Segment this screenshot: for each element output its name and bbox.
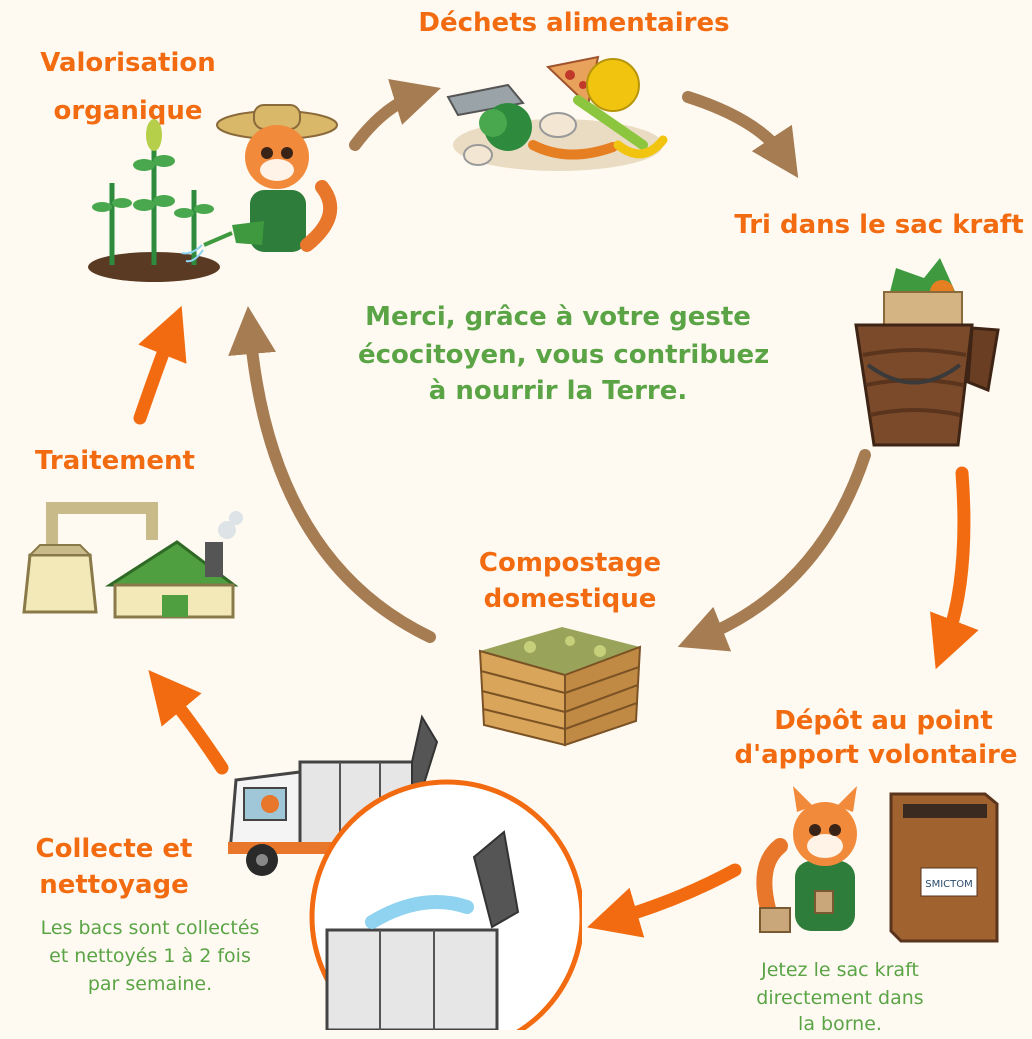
center-message-line1: Merci, grâce à votre geste xyxy=(365,302,751,332)
dropoff-note-line1: Jetez le sac kraft xyxy=(761,959,919,981)
arrow-treatment-to-valorisation xyxy=(133,305,187,425)
label-dropoff-line2: d'apport volontaire xyxy=(734,740,1018,770)
arrow-valorisation-to-waste xyxy=(349,79,441,151)
center-message-line2: écocitoyen, vous contribuez xyxy=(358,340,770,370)
label-collection-line1: Collecte et xyxy=(35,834,193,864)
arrow-collection-to-treatment xyxy=(148,670,229,775)
arrow-composting-to-valorisation xyxy=(228,306,436,643)
compost-bin-illustration xyxy=(478,627,642,747)
food-waste-illustration xyxy=(446,55,668,171)
smictom-logo: SMICTOM xyxy=(925,879,973,890)
dropoff-note-line3: la borne. xyxy=(798,1013,882,1035)
collection-truck-illustration xyxy=(228,714,582,1030)
label-valorisation-line2: organique xyxy=(53,96,203,126)
arrow-bag-to-dropoff xyxy=(930,466,979,670)
center-message-line3: à nourrir la Terre. xyxy=(428,376,688,406)
collection-note-line2: et nettoyés 1 à 2 fois xyxy=(49,945,251,967)
label-dropoff-line1: Dépôt au point xyxy=(774,706,993,736)
kraft-bag-bin-illustration xyxy=(854,258,1000,447)
arrow-bag-to-composting xyxy=(677,449,871,652)
label-collection-line2: nettoyage xyxy=(39,870,189,900)
arrow-waste-to-bag xyxy=(682,91,799,179)
treatment-plant-illustration xyxy=(22,502,243,619)
label-kraft-bag: Tri dans le sac kraft xyxy=(734,210,1024,240)
dropoff-fox-and-bin-illustration: SMICTOM xyxy=(756,786,999,943)
label-food-waste: Déchets alimentaires xyxy=(418,8,730,38)
dropoff-note-line2: directement dans xyxy=(756,987,924,1009)
label-composting-line2: domestique xyxy=(483,584,657,614)
label-valorisation-line1: Valorisation xyxy=(40,48,216,78)
label-treatment: Traitement xyxy=(35,446,195,476)
collection-note-line1: Les bacs sont collectés xyxy=(40,917,260,939)
collection-note-line3: par semaine. xyxy=(87,973,213,995)
valorisation-gardener-illustration xyxy=(88,104,338,282)
arrow-dropoff-to-collection xyxy=(587,863,742,938)
label-composting-line1: Compostage xyxy=(478,548,662,578)
